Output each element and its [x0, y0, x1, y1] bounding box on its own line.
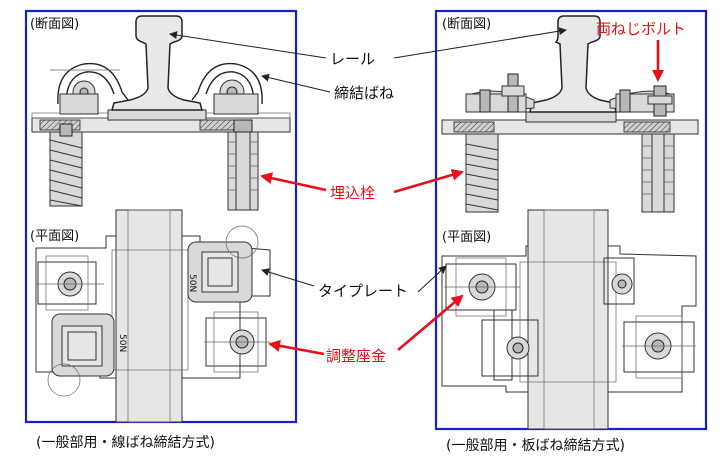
rail-arrow-left [169, 31, 327, 59]
left-section-label: (断面図) [30, 17, 79, 32]
label-adjust-washer: 調整座金 [326, 347, 386, 365]
right-anchor-right [641, 133, 675, 213]
tie-plate-arrow-right [417, 265, 447, 293]
left-plan-label: (平面図) [30, 229, 79, 244]
label-embedded-anchor: 埋込栓 [330, 184, 375, 202]
right-caption: (一般部用・板ばね締結方式) [446, 437, 625, 454]
label-rail: レール [330, 50, 375, 68]
label-tie-plate: タイプレート [318, 282, 408, 300]
right-section-label: (断面図) [442, 17, 491, 32]
tie-plate-arrow-left [261, 268, 315, 287]
clip-spring-arrow [261, 73, 331, 93]
left-panel: 50N 50N (断面図) (平面図) (一般部用・線ばね締結方式) [24, 9, 298, 451]
left-plate-mark-b: 50N [117, 334, 127, 352]
left-anchor-left [49, 123, 83, 207]
label-clip-spring: 締結ばね [334, 84, 394, 102]
rail-arrow-right [393, 27, 567, 59]
anchor-arrow-right [393, 169, 464, 194]
left-caption: (一般部用・線ばね締結方式) [36, 434, 215, 451]
right-panel: (断面図) (平面図) (一般部用・板ばね締結方式) [434, 9, 708, 454]
right-plan-view [441, 209, 697, 430]
left-plate-mark-a: 50N [187, 274, 197, 292]
callouts: レール 締結ばね 両ねじボルト 埋込栓 タイプレート 調整座金 [169, 20, 686, 365]
left-plan-view: 50N 50N [35, 209, 271, 423]
label-double-thread-bolt: 両ねじボルト [596, 20, 686, 38]
right-plan-label: (平面図) [442, 230, 491, 245]
left-clip-spring-a [57, 62, 129, 105]
washer-arrow-right [397, 294, 464, 351]
right-anchor-left [465, 133, 499, 213]
washer-arrow-left [268, 339, 325, 356]
right-rail [529, 15, 617, 113]
right-tie-plate [441, 245, 697, 393]
right-adjust-washer [623, 321, 695, 373]
left-rail [111, 15, 203, 111]
anchor-arrow-left [260, 172, 327, 192]
left-section-view [31, 15, 291, 211]
left-anchor-right [227, 119, 259, 211]
right-section-view [441, 15, 699, 213]
left-clip-spring-b [191, 62, 263, 105]
